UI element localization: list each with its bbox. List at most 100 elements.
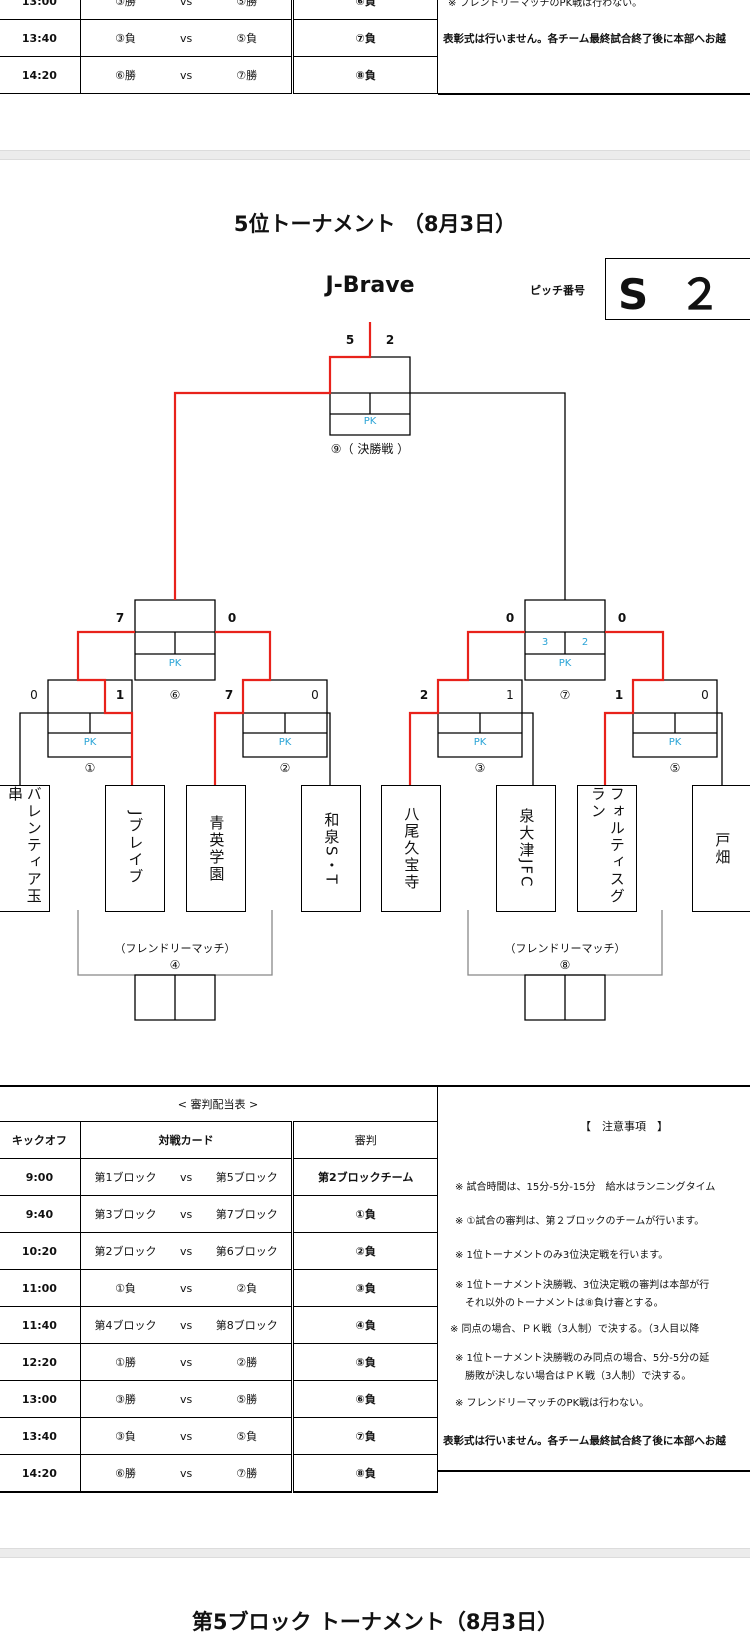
team-name: 戸畑 <box>713 831 732 866</box>
caption-row: < 審判配当表 > <box>0 1085 438 1122</box>
page-separator <box>0 1548 750 1558</box>
semi-right-score-left: 0 <box>505 611 515 625</box>
semi-right-pk-right: 2 <box>581 637 589 648</box>
team-a-cell: 第4ブロック <box>79 1306 171 1344</box>
notes-box <box>438 1085 750 1472</box>
table-row: 13:00 ③勝 vs ⑤勝 ⑥負 <box>0 0 438 20</box>
vs-cell: vs <box>170 56 203 94</box>
time-cell: 14:20 <box>0 1454 81 1493</box>
note-item: ※ ①試合の審判は、第２ブロックのチームが行います。 <box>455 1216 705 1227</box>
q3-score-left: 2 <box>419 688 429 702</box>
team-box: 青英学園 <box>186 785 246 912</box>
vs-cell: vs <box>170 1232 203 1270</box>
final-label: ⑨（ 決勝戦 ） <box>330 442 410 456</box>
next-page-title: 第5ブロック トーナメント（8月3日） <box>191 1610 559 1634</box>
time-cell: 13:40 <box>0 19 81 57</box>
team-box: 戸畑 <box>692 785 750 912</box>
note-item: ※ 同点の場合、ＰＫ戦（3人制）で決する。（3人目以降 <box>450 1324 700 1335</box>
team-box: フォルティスグラン <box>577 785 637 912</box>
pitch-number-box: S ２ 北 <box>605 258 750 320</box>
team-b-cell: ②負 <box>202 1269 295 1307</box>
note-item: 勝敗が決しない場合はＰＫ戦（3人制）で決する。 <box>455 1371 692 1382</box>
team-name: 青英学園 <box>207 814 226 883</box>
q2-label: ② <box>279 761 291 775</box>
team-a-cell: ③負 <box>79 1417 171 1455</box>
ref-cell: ⑤負 <box>292 1343 438 1381</box>
pitch-label: ピッチ番号 <box>530 284 585 297</box>
team-b-cell: 第7ブロック <box>202 1195 295 1233</box>
team-name: 和泉S・T <box>322 811 341 886</box>
ref-cell: ⑧負 <box>292 56 438 94</box>
bracket-lines <box>19 322 723 1021</box>
final-pk: PK <box>363 416 377 427</box>
semi-right-label: ⑦ <box>559 688 571 702</box>
team-a-cell: 第3ブロック <box>79 1195 171 1233</box>
team-name: Jブレイブ <box>126 811 145 886</box>
team-b-cell: ⑤負 <box>202 1417 295 1455</box>
vs-cell: vs <box>170 19 203 57</box>
table-row: 13:40 ③負 vs ⑤負 ⑦負 <box>0 19 438 57</box>
team-a-cell: ①負 <box>79 1269 171 1307</box>
q5-score-left: 1 <box>614 688 624 702</box>
team-box: 泉大津JFC <box>496 785 556 912</box>
header-match: 対戦カード <box>79 1121 295 1159</box>
friendly-number-left: ④ <box>169 958 181 972</box>
bracket-title: 5位トーナメント （8月3日） <box>233 212 517 236</box>
team-box: 和泉S・T <box>301 785 361 912</box>
header-time: キックオフ <box>0 1121 81 1159</box>
team-a-cell: ⑥勝 <box>79 56 171 94</box>
ref-cell: 第2ブロックチーム <box>292 1158 438 1196</box>
semi-left-score-left: 7 <box>115 611 125 625</box>
friendly-number-right: ⑧ <box>559 958 571 972</box>
top-ceremony-note: 表彰式は行いません。各チーム最終試合終了後に本部へお越 <box>443 33 726 45</box>
vs-cell: vs <box>170 1306 203 1344</box>
time-cell: 11:00 <box>0 1269 81 1307</box>
top-notes-box <box>438 0 750 95</box>
vs-cell: vs <box>170 1343 203 1381</box>
winner-name: J-Brave <box>325 273 415 298</box>
team-a-cell: 第1ブロック <box>79 1158 171 1196</box>
time-cell: 13:00 <box>0 1380 81 1418</box>
note-item: ※ 1位トーナメント決勝戦のみ同点の場合、5分-5分の延 <box>455 1353 710 1364</box>
team-b-cell: 第8ブロック <box>202 1306 295 1344</box>
page-separator <box>0 150 750 160</box>
vs-cell: vs <box>170 1195 203 1233</box>
time-cell: 12:20 <box>0 1343 81 1381</box>
q2-score-left: 7 <box>224 688 234 702</box>
friendly-label-left: （フレンドリーマッチ） <box>114 942 236 955</box>
team-box: 八尾久宝寺 <box>381 785 441 912</box>
team-a-cell: ③勝 <box>79 1380 171 1418</box>
vs-cell: vs <box>170 1380 203 1418</box>
q3-label: ③ <box>474 761 486 775</box>
notes-title: 【 注意事項 】 <box>580 1120 668 1133</box>
team-name: フォルティスグラン <box>589 786 626 905</box>
semi-left-score-right: 0 <box>227 611 237 625</box>
time-cell: 9:40 <box>0 1195 81 1233</box>
header-row: キックオフ 対戦カード 審判 <box>0 1121 438 1159</box>
final-score-left: 5 <box>345 333 355 347</box>
team-b-cell: ⑦勝 <box>202 56 295 94</box>
ref-cell: ⑥負 <box>292 1380 438 1418</box>
q5-pk: PK <box>668 737 682 748</box>
note-item: ※ 1位トーナメントのみ3位決定戦を行います。 <box>455 1250 669 1261</box>
ref-cell: ①負 <box>292 1195 438 1233</box>
ref-cell: ⑦負 <box>292 19 438 57</box>
header-ref: 審判 <box>292 1121 438 1159</box>
team-b-cell: 第6ブロック <box>202 1232 295 1270</box>
vs-cell: vs <box>170 1454 203 1493</box>
team-box: バレンティア玉串 <box>0 785 50 912</box>
ref-cell: ⑦負 <box>292 1417 438 1455</box>
q1-score-left: 0 <box>30 688 38 702</box>
friendly-label-right: （フレンドリーマッチ） <box>504 942 626 955</box>
q1-pk: PK <box>83 737 97 748</box>
team-b-cell: ②勝 <box>202 1343 295 1381</box>
vs-cell: vs <box>170 1417 203 1455</box>
